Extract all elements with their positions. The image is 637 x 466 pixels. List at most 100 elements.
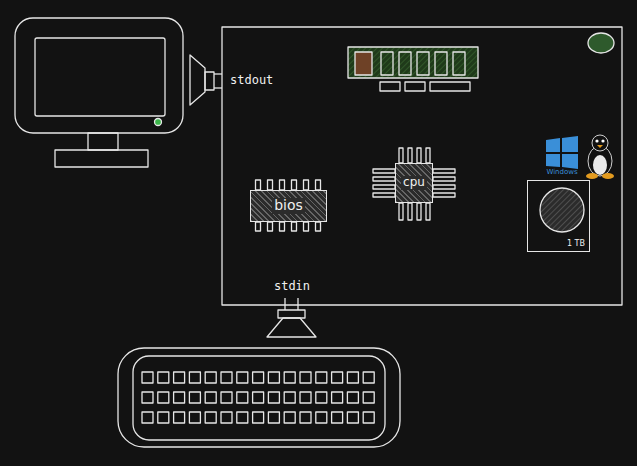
monitor-neck <box>88 133 118 150</box>
key-cap <box>300 372 311 383</box>
keyboard-keys <box>142 372 374 423</box>
key-cap <box>237 412 248 423</box>
power-led <box>155 119 162 126</box>
port-label: stdin <box>274 280 310 293</box>
cpu-pin <box>433 177 455 181</box>
key-cap <box>316 412 327 423</box>
key-cap <box>189 412 200 423</box>
bios-pin <box>316 222 321 231</box>
ram-chip <box>399 52 411 75</box>
bios-pin <box>304 222 309 231</box>
cpu-pin <box>426 148 430 163</box>
monitor-housing <box>15 18 183 133</box>
key-cap <box>174 372 185 383</box>
logo-pane <box>546 138 560 152</box>
plug-pin <box>214 73 222 74</box>
ram-contact <box>430 82 470 91</box>
cpu-pins <box>373 148 455 220</box>
key-cap <box>237 392 248 403</box>
key-cap <box>284 372 295 383</box>
cpu-pin <box>417 203 421 220</box>
key-cap <box>284 392 295 403</box>
input-port-shape <box>267 318 316 337</box>
bios-pin <box>280 180 285 190</box>
battery-cell <box>588 33 614 53</box>
key-cap <box>284 412 295 423</box>
key-cap <box>316 392 327 403</box>
bios-pin <box>280 222 285 231</box>
bios-pin <box>268 222 273 231</box>
key-cap <box>221 412 232 423</box>
penguin-head <box>592 135 608 151</box>
key-cap <box>174 412 185 423</box>
key-cap <box>300 412 311 423</box>
key-cap <box>142 372 153 383</box>
key-cap <box>253 372 264 383</box>
bios-pin <box>316 180 321 190</box>
cpu-pin <box>433 193 455 197</box>
key-cap <box>253 412 264 423</box>
plug-pin <box>214 87 222 88</box>
cpu-pin <box>426 203 430 220</box>
key-cap <box>268 392 279 403</box>
key-cap <box>221 392 232 403</box>
output-port-shape <box>190 55 205 105</box>
key-cap <box>158 392 169 403</box>
cpu-pin <box>373 185 395 189</box>
ram-contact <box>405 82 425 91</box>
cpu-pin <box>417 148 421 163</box>
cpu-pin <box>399 203 403 220</box>
penguin-foot <box>602 173 614 179</box>
monitor-base <box>55 150 148 167</box>
key-cap <box>363 372 374 383</box>
key-cap <box>205 372 216 383</box>
penguin-eye <box>601 139 604 142</box>
key-cap <box>142 412 153 423</box>
windows-logo <box>546 136 578 169</box>
key-cap <box>332 412 343 423</box>
cpu-pin <box>373 193 395 197</box>
key-cap <box>174 392 185 403</box>
bios-pin <box>256 222 261 231</box>
bios-pin <box>292 222 297 231</box>
linux-penguin <box>586 135 614 179</box>
key-cap <box>205 412 216 423</box>
key-cap <box>189 392 200 403</box>
os-logo-text: Windows <box>546 169 577 177</box>
input-plug <box>278 310 305 318</box>
bios-pin <box>256 180 261 190</box>
cpu-pin <box>399 148 403 163</box>
key-cap <box>158 412 169 423</box>
cpu-pin <box>373 169 395 173</box>
key-cap <box>142 392 153 403</box>
plug-pin <box>284 298 285 310</box>
keyboard-deck <box>133 356 385 440</box>
bios-pin <box>292 180 297 190</box>
motherboard <box>222 27 622 305</box>
keyboard-housing <box>118 348 400 447</box>
key-cap <box>363 412 374 423</box>
ram-chip <box>453 52 465 75</box>
key-cap <box>347 372 358 383</box>
key-cap <box>268 412 279 423</box>
ram-chip <box>355 52 372 75</box>
output-plug <box>205 72 214 90</box>
ram-contact <box>380 82 400 91</box>
bios-pin <box>304 180 309 190</box>
logo-pane <box>562 154 578 169</box>
key-cap <box>300 392 311 403</box>
penguin-eye <box>595 139 598 142</box>
ram-stick <box>348 47 478 78</box>
key-cap <box>316 372 327 383</box>
cpu-chip: cpu <box>395 163 433 203</box>
penguin-belly <box>593 155 607 175</box>
port-label: stdout <box>230 74 273 87</box>
key-cap <box>221 372 232 383</box>
ram-chip <box>435 52 447 75</box>
monitor-screen <box>35 38 165 116</box>
ram-chip <box>417 52 429 75</box>
bios-pin <box>268 180 273 190</box>
chip-label: bios <box>272 198 305 213</box>
penguin-foot <box>586 173 598 179</box>
